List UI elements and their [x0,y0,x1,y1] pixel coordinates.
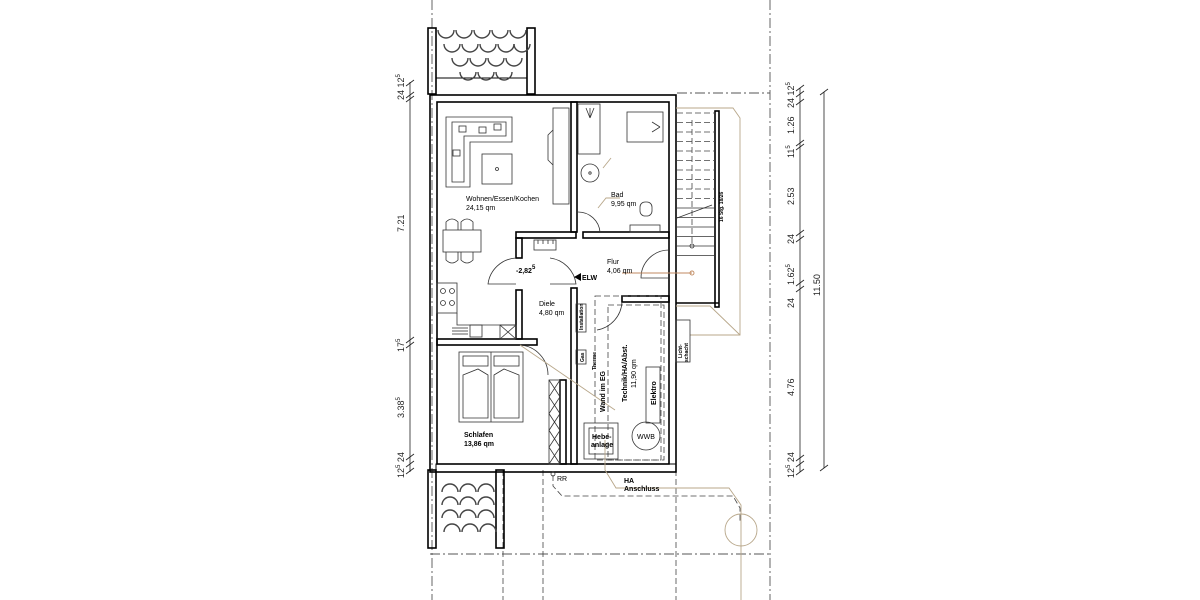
svg-text:Wand im EG: Wand im EG [600,370,607,412]
room-area-wohnen: 24,15 qm [466,205,495,212]
room-name-bad: Bad [611,192,624,199]
room-area-bad: 9,95 qm [611,201,636,208]
technik-fixtures [575,295,665,461]
room-name-diele: Diele [539,301,555,308]
room-name-schlafen: Schlafen [464,432,493,439]
annotations: -2,825 ELW 16 Stg. 18/26 Elektro WWB Heb… [516,191,725,493]
utility-lines [519,107,758,600]
svg-text:HA: HA [624,478,634,485]
door-living [487,257,517,285]
stove [436,282,517,340]
room-name-wohnen: Wohnen/Essen/Kochen [466,196,539,203]
bath-fixtures [577,103,664,233]
svg-text:Licht-: Licht- [678,344,684,358]
svg-text:Installation: Installation [579,304,585,330]
room-area-flur: 4,06 qm [607,268,632,275]
dimensions-right: 24 125 1.26 115 2.53 24 1.625 24 4.76 12… [786,81,829,478]
svg-text:3.385: 3.385 [396,396,406,418]
svg-text:11.50: 11.50 [812,274,822,296]
svg-text:24: 24 [786,234,796,244]
terrace-bottom [427,469,505,549]
level-marker: -2,825 [516,265,536,275]
svg-text:Anschluss: Anschluss [624,486,660,493]
grid-lines [430,0,771,600]
svg-text:Elektro: Elektro [651,381,658,405]
interior-walls [435,101,677,473]
svg-text:7.21: 7.21 [396,214,406,232]
svg-text:115: 115 [786,145,796,158]
double-bed [458,351,524,423]
svg-text:1.625: 1.625 [786,263,796,285]
svg-text:24 125: 24 125 [786,81,796,108]
svg-text:4.76: 4.76 [786,378,796,396]
door-schlafen [519,344,549,376]
room-area-diele: 4,80 qm [539,310,564,317]
wardrobe [548,379,561,465]
room-area-schlafen: 13,86 qm [464,441,494,448]
room-labels: Wohnen/Essen/Kochen 24,15 qm Bad 9,95 qm… [464,192,638,448]
svg-text:125 24: 125 24 [396,452,406,478]
svg-text:Therme: Therme [592,352,598,370]
svg-text:RR: RR [557,476,567,483]
dining-table [442,218,482,264]
svg-text:24 125: 24 125 [396,73,406,100]
svg-text:Gas: Gas [580,352,586,362]
staircase [676,110,720,308]
sofa [445,116,513,188]
room-name-technik: Technik/HA/Abst. [622,345,629,402]
room-area-technik: 11,90 qm [631,359,638,388]
svg-text:2.53: 2.53 [786,187,796,205]
coffee-table [481,153,513,185]
dimensions-left: 24 125 7.21 175 3.385 125 24 [396,73,415,478]
svg-text:ELW: ELW [582,275,598,282]
svg-text:175: 175 [396,338,406,352]
room-name-flur: Flur [607,259,620,266]
svg-text:16 Stg. 18/26: 16 Stg. 18/26 [719,191,725,222]
door-diele [549,257,577,285]
elw-arrow-icon [574,273,581,281]
door-flur [640,249,670,279]
kitchen-counter [547,107,570,205]
svg-text:schacht: schacht [684,343,690,362]
svg-text:125 24: 125 24 [786,452,796,478]
radiator [533,239,557,251]
svg-text:1.26: 1.26 [786,116,796,134]
terrace-top [427,27,536,95]
svg-text:Hebe-: Hebe- [592,434,612,441]
svg-text:anlage: anlage [591,442,613,449]
svg-text:24: 24 [786,298,796,308]
svg-text:WWB: WWB [637,434,655,441]
